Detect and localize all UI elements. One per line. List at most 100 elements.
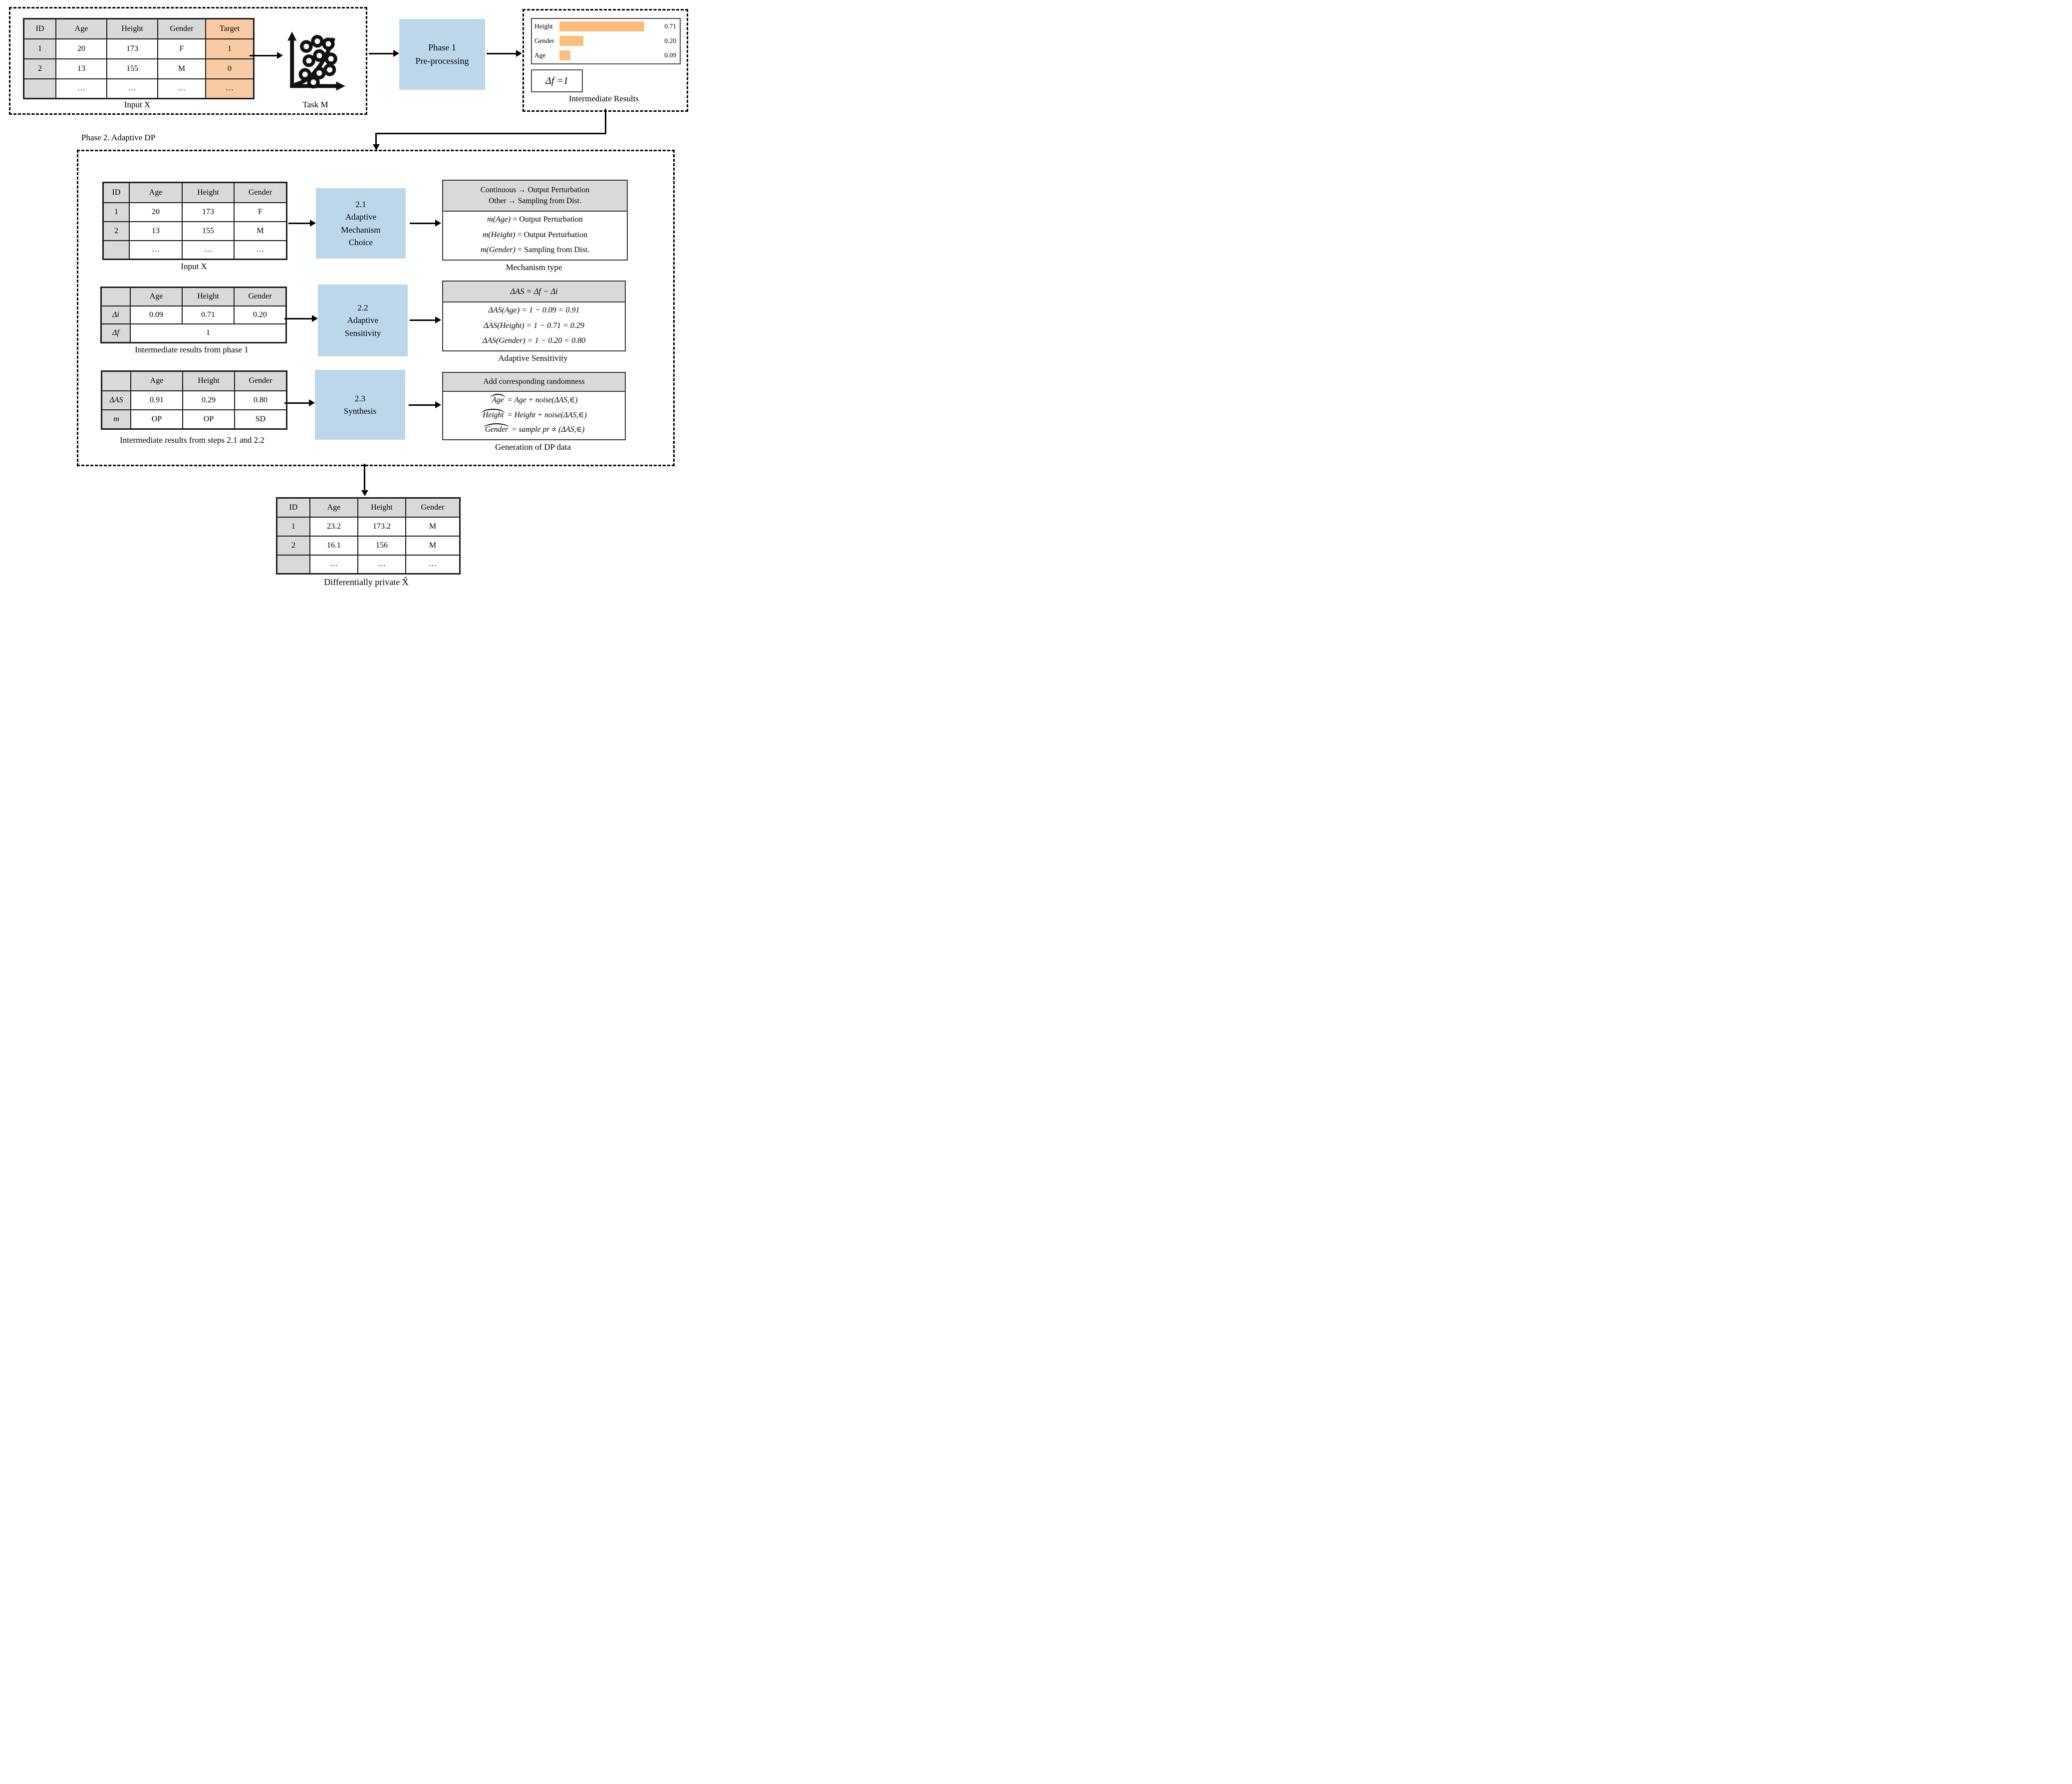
- cell: 13: [129, 221, 183, 241]
- col-header: Height: [182, 287, 235, 306]
- cell: M: [234, 221, 287, 241]
- cell: 155: [182, 221, 235, 241]
- phase2-input-caption: Input X: [181, 262, 207, 271]
- equation: m(Age) = Output Perturbation: [487, 212, 583, 227]
- cell: …: [357, 554, 406, 575]
- cell: …: [234, 240, 287, 260]
- arrowhead-icon: [277, 52, 283, 59]
- hatted-variable: Height: [481, 411, 505, 419]
- cell: 0.09: [130, 305, 183, 324]
- col-header: ID: [23, 18, 56, 39]
- steps-results-caption: Intermediate results from steps 2.1 and …: [120, 435, 264, 445]
- arrowhead-icon: [435, 316, 441, 323]
- bar-age: [559, 50, 570, 60]
- sensitivity-equations: ΔAS(Age) = 1 − 0.09 = 0.91 ΔAS(Height) =…: [443, 302, 625, 349]
- equation-rhs: = Output Perturbation: [511, 215, 583, 224]
- cell: …: [182, 240, 235, 260]
- bar-label: Height: [534, 22, 553, 30]
- cell-target: …: [205, 78, 255, 99]
- arrow-phase1-to-results: [487, 53, 517, 54]
- row-id-cell: 2: [102, 221, 130, 241]
- step22-number: 2.2: [357, 302, 368, 312]
- cell: 13: [55, 58, 107, 79]
- delta-f-value: Δf =1: [545, 75, 568, 86]
- hatted-variable: Age: [490, 396, 505, 404]
- equation: ΔAS(Age) = 1 − 0.09 = 0.91: [488, 306, 580, 315]
- col-header: Age: [130, 287, 183, 306]
- equation-rhs: = Sampling from Dist.: [516, 246, 590, 255]
- cell-delta-f: 1: [130, 323, 287, 343]
- row-id-cell: 1: [276, 516, 310, 537]
- cell: 0.80: [234, 390, 287, 410]
- rule-line: Continuous → Output Perturbation: [480, 185, 590, 194]
- bar-value: 0.20: [664, 36, 676, 44]
- bar-gender: [559, 35, 583, 46]
- phase1-box: Phase 1 Pre-processing: [399, 19, 485, 90]
- input-table-top: ID Age Height Gender Target 1 20 173 F 1…: [23, 18, 255, 99]
- connector-drop-segment: [375, 133, 377, 145]
- step21-line2: Adaptive: [345, 212, 377, 222]
- cell: …: [55, 78, 107, 99]
- hatted-variable: Gender: [484, 425, 510, 434]
- cell: 23.2: [309, 516, 358, 537]
- cell: M: [405, 535, 461, 556]
- col-header: [100, 287, 131, 306]
- equation: Age = Age + noise(ΔAS,∈): [490, 393, 577, 407]
- equation-rest: = Age + noise(ΔAS,∈): [505, 396, 578, 405]
- cell: SD: [234, 409, 287, 430]
- cell-target: 0: [205, 58, 255, 79]
- cell: M: [157, 58, 206, 79]
- mechanism-type-box: Continuous → Output Perturbation Other →…: [442, 180, 628, 261]
- chart-row: Height 0.71: [532, 19, 680, 33]
- row-label-delta-i: Δi: [100, 305, 131, 324]
- row-id-cell: 1: [102, 202, 130, 222]
- cell: …: [106, 78, 158, 99]
- col-header: Age: [309, 497, 358, 518]
- arrowhead-icon: [361, 490, 368, 496]
- equation: m(Gender) = Sampling from Dist.: [481, 243, 589, 258]
- row-id-cell: [23, 78, 56, 99]
- row-label-das: ΔAS: [101, 390, 131, 410]
- col-header: Gender: [234, 287, 287, 306]
- arrowhead-icon: [373, 144, 380, 150]
- arrowhead-icon: [393, 50, 399, 57]
- mechanism-rule-header: Continuous → Output Perturbation Other →…: [443, 181, 627, 212]
- step22-line3: Sensitivity: [344, 328, 381, 338]
- cell: 173: [106, 38, 158, 59]
- cell: 155: [106, 58, 158, 79]
- equation-lhs: m(Age): [487, 215, 511, 224]
- formula: ΔAS = Δf − Δi: [510, 287, 558, 297]
- arrowhead-icon: [310, 220, 316, 227]
- arrowhead-icon: [435, 401, 441, 408]
- step23-number: 2.3: [354, 393, 366, 403]
- bar-label: Age: [534, 51, 546, 59]
- importance-bar-chart: Height 0.71 Gender 0.20 Age 0.09: [531, 18, 681, 64]
- cell: M: [405, 516, 461, 537]
- col-header: Gender: [157, 18, 206, 39]
- phase2-label: Phase 2. Adaptive DP: [81, 133, 156, 142]
- col-header: ID: [102, 182, 130, 203]
- equation-rest: = Height + noise(ΔAS,∈): [505, 410, 587, 419]
- col-header: Gender: [405, 497, 461, 518]
- col-header: Age: [55, 18, 107, 39]
- phase2-input-table: ID Age Height Gender 1 20 173 F 2 13 155…: [102, 182, 287, 260]
- step23-box: 2.3 Synthesis: [315, 370, 405, 440]
- cell: OP: [130, 409, 183, 430]
- mechanism-assignments: m(Age) = Output Perturbation m(Height) =…: [443, 212, 627, 259]
- arrow-to-step23: [284, 402, 309, 404]
- step21-number: 2.1: [355, 199, 366, 209]
- phase1-results-caption: Intermediate results from phase 1: [135, 345, 249, 354]
- cell: …: [157, 78, 206, 99]
- arrow-step23-to-result: [409, 404, 436, 406]
- step23-line2: Synthesis: [343, 406, 377, 416]
- rule-line: Other → Sampling from Dist.: [489, 197, 581, 205]
- equation-rhs: = Output Perturbation: [515, 230, 588, 239]
- row-label-delta-f: Δf: [100, 323, 131, 343]
- arrow-step21-to-result: [410, 223, 436, 224]
- step21-box: 2.1 Adaptive Mechanism Choice: [316, 188, 406, 259]
- row-id-cell: [276, 554, 310, 575]
- phase1-results-table: Age Height Gender Δi 0.09 0.71 0.20 Δf 1: [100, 287, 287, 343]
- row-id-cell: 2: [276, 535, 310, 556]
- equation: Height = Height + noise(ΔAS,∈): [481, 408, 587, 422]
- dp-generation-box: Add corresponding randomness Age = Age +…: [442, 372, 626, 440]
